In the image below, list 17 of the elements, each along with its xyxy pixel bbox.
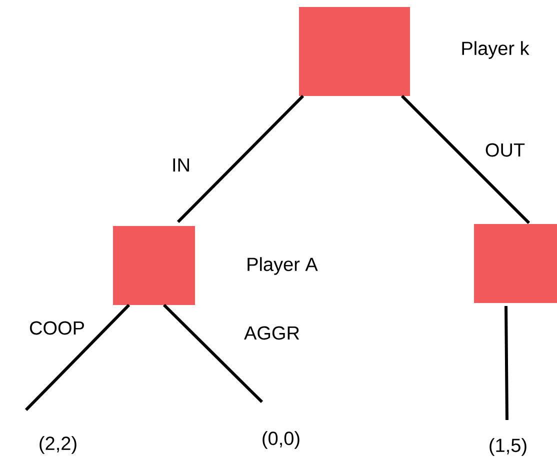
branch-line [24, 304, 130, 412]
payoff-label: (0,0) [262, 431, 300, 449]
payoff-label: (2,2) [40, 436, 76, 454]
branch-line [400, 94, 530, 224]
edge-label: COOP [28, 320, 86, 336]
player-name: Player k [462, 41, 530, 59]
branch-line [504, 306, 508, 420]
edge-label: AGGR [243, 325, 301, 341]
player-box [299, 7, 410, 96]
player-name: Player A [248, 257, 318, 275]
edge-label: OUT [484, 142, 526, 158]
branch-line [162, 304, 264, 404]
edge-label: IN [170, 157, 192, 173]
branch-line [176, 94, 304, 224]
player-box [113, 226, 195, 305]
payoff-label: (1,5) [490, 438, 526, 456]
player-box [474, 224, 557, 303]
